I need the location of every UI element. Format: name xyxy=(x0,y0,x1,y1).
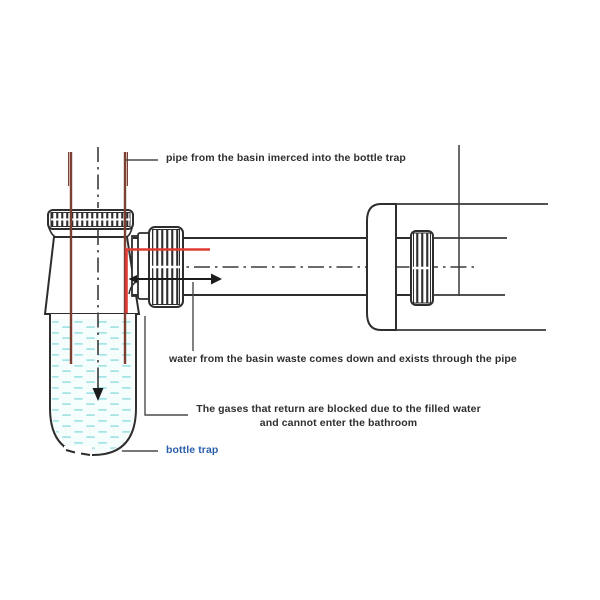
gases-label-line2: and cannot enter the bathroom xyxy=(259,417,418,429)
gases-label-line1: The gases that return are blocked due to… xyxy=(196,403,481,415)
leader-gases-label xyxy=(144,316,188,416)
outer-pipe-lines xyxy=(396,203,548,331)
bottle-trap-label: bottle trap xyxy=(166,444,219,456)
water-fill xyxy=(52,319,134,453)
basin-pipe xyxy=(67,152,129,364)
right-pipe-lines xyxy=(433,237,507,296)
basin-pipe-label: pipe from the basin imerced into the bot… xyxy=(166,152,406,164)
water-flow-label: water from the basin waste comes down an… xyxy=(169,353,517,365)
outlet-threaded-nut xyxy=(148,226,184,308)
bottle-trap-body xyxy=(43,236,141,315)
flow-right-arrow-icon xyxy=(211,273,222,285)
wall-flange xyxy=(366,203,397,331)
cup-bottom-dashed-arc xyxy=(64,446,92,458)
leader-lines xyxy=(122,159,194,452)
gases-label: The gases that return are blocked due to… xyxy=(191,402,486,430)
trap-top-nut xyxy=(47,209,134,230)
flange-pipe-stub xyxy=(396,237,411,296)
right-coupling-nut xyxy=(410,230,434,306)
water-exit-arrow xyxy=(128,273,222,285)
flow-left-arrow-icon xyxy=(128,275,137,283)
gas-path-line xyxy=(125,248,210,313)
flow-down-arrow-icon xyxy=(92,388,104,401)
